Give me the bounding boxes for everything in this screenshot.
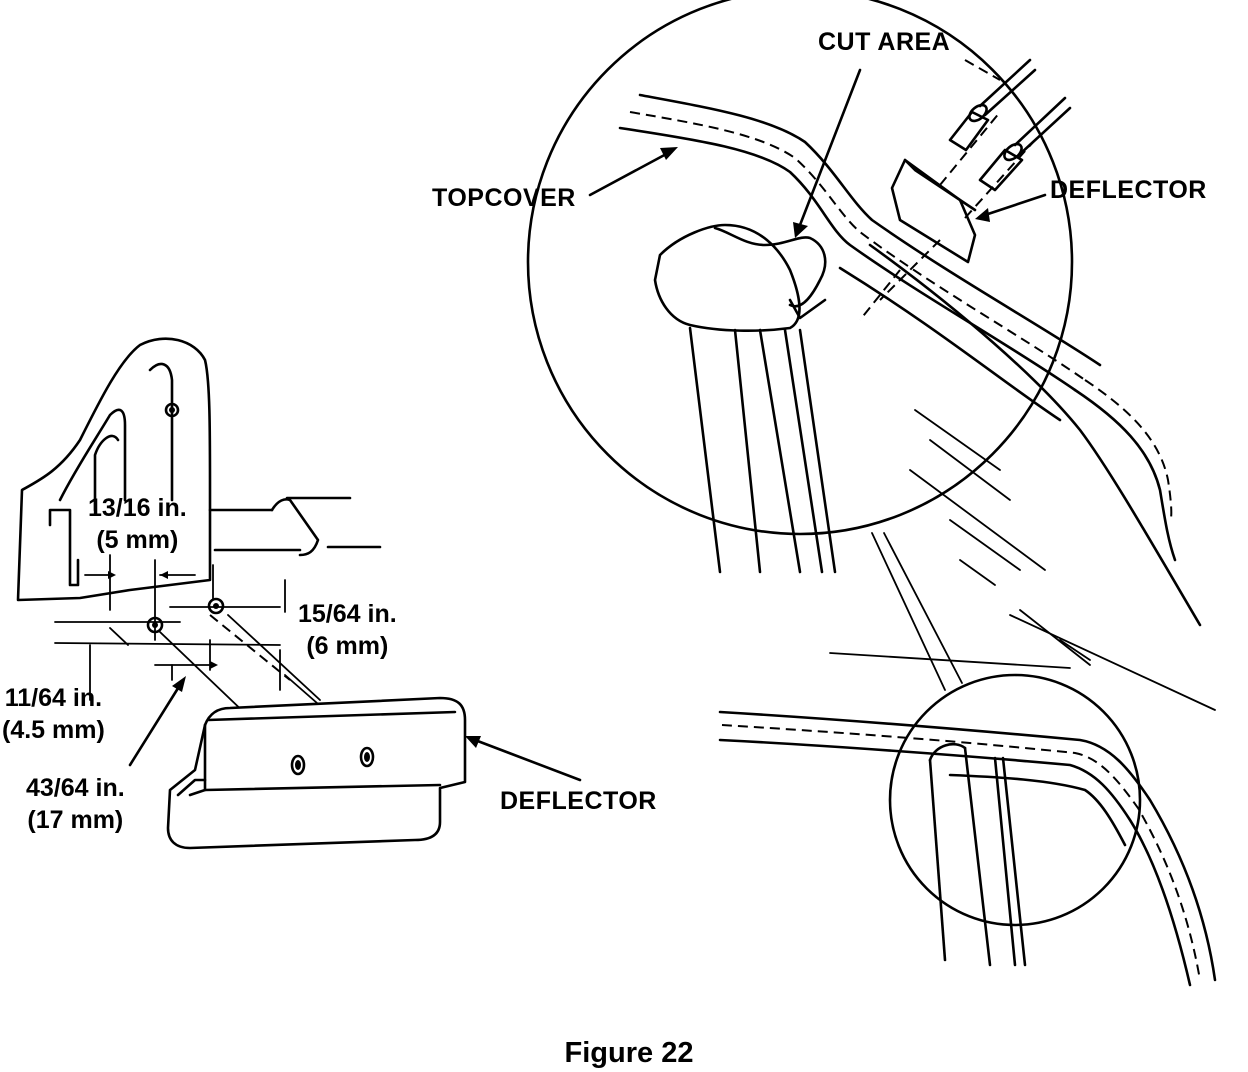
figure-caption: Figure 22: [564, 1037, 694, 1069]
dimension-43-64-imperial: 43/64 in.: [26, 774, 125, 802]
mounting-bracket: [16, 337, 212, 602]
bracket-dimension-view: [16, 337, 582, 850]
rivet-right: [978, 96, 1072, 192]
pillar-cap: [653, 223, 801, 332]
dimension-11-64-metric: (4.5 mm): [2, 716, 105, 744]
top-detail-view: [526, 0, 1202, 691]
dimension-13-16: 13/16 in. (5 mm): [88, 492, 187, 556]
dimension-11-64: 11/64 in. (4.5 mm): [2, 682, 105, 746]
dimension-15-64-imperial: 15/64 in.: [298, 600, 397, 628]
dimension-13-16-metric: (5 mm): [96, 526, 179, 554]
dimension-11-64-imperial: 11/64 in.: [4, 684, 103, 712]
deflector-top-label: DEFLECTOR: [1050, 176, 1207, 204]
dimension-43-64-metric: (17 mm): [27, 806, 124, 834]
topcover-edge: [618, 126, 1077, 392]
dimension-43-64: 43/64 in. (17 mm): [26, 772, 125, 836]
deflector-bottom-label: DEFLECTOR: [500, 787, 657, 815]
dimension-15-64-metric: (6 mm): [306, 632, 389, 660]
bottom-detail-circle: [888, 673, 1142, 927]
deflector-part: [166, 696, 467, 850]
topcover-label: TOPCOVER: [432, 184, 576, 212]
dimension-15-64: 15/64 in. (6 mm): [298, 598, 397, 662]
bottom-detail-view: [718, 614, 1217, 987]
cut-area-label: CUT AREA: [818, 28, 951, 56]
top-detail-circle: [526, 0, 1074, 536]
rivet-left: [948, 58, 1037, 152]
dimension-13-16-imperial: 13/16 in.: [88, 494, 187, 522]
